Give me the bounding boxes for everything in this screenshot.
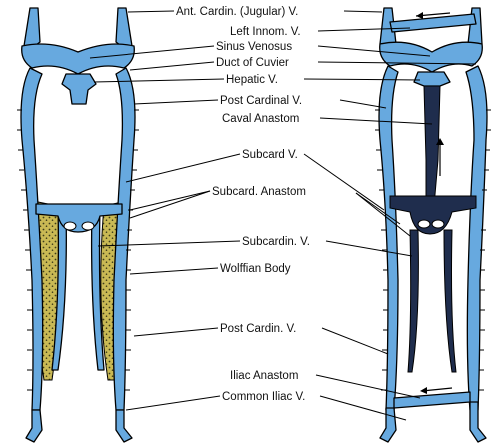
caval-anastomosis [423, 85, 441, 207]
right-post-cardinal-vein-left [378, 65, 399, 411]
left-common-iliac-right [115, 409, 133, 443]
left-subcard-anastomosis [35, 203, 123, 233]
right-diagram [375, 7, 491, 443]
left-common-iliac-left [25, 409, 43, 443]
label-iliac-anastom: Iliac Anastom [230, 370, 298, 382]
right-sinus-venosus [379, 41, 483, 73]
arrow-left-icon [420, 387, 453, 394]
right-hepatic-vein [413, 71, 451, 87]
label-sinus-venosus: Sinus Venosus [216, 41, 292, 53]
label-post-cardin: Post Cardin. V. [220, 323, 296, 335]
arrow-left-icon [415, 12, 451, 19]
label-subcard: Subcard V. [242, 149, 298, 161]
left-hepatic-vein [61, 73, 97, 105]
left-segmental-ticks [17, 109, 139, 391]
label-left-innom: Left Innom. V. [230, 26, 301, 38]
right-common-iliac-right [469, 401, 487, 443]
right-subcardinal-vein-left [407, 229, 419, 373]
left-post-cardinal-vein-right [112, 67, 136, 411]
right-ant-cardinal-vein [115, 7, 133, 49]
label-common-iliac: Common Iliac V. [222, 391, 305, 403]
label-ant-cardinal: Ant. Cardin. (Jugular) V. [176, 6, 298, 18]
label-caval-anastom: Caval Anastom [222, 113, 299, 125]
label-hepatic: Hepatic V. [226, 74, 278, 86]
label-post-cardinal: Post Cardinal V. [220, 95, 302, 107]
left-diagram [17, 7, 139, 443]
left-subcardinal-vein-left [51, 205, 67, 371]
label-subcard-anastom: Subcard. Anastom [212, 186, 306, 198]
label-wolffian-body: Wolffian Body [220, 263, 291, 275]
left-post-cardinal-vein-left [20, 67, 44, 411]
right-segmental-ticks [375, 109, 491, 391]
left-subcardinal-vein-right [90, 205, 105, 371]
label-subcardin: Subcardin. V. [242, 236, 310, 248]
right-subcard-anastomosis [389, 195, 477, 235]
right-post-cardinal-vein-right [465, 65, 488, 411]
leader-lines [89, 10, 477, 421]
left-ant-cardinal-vein [23, 7, 41, 49]
right-subcardinal-vein-right [443, 229, 457, 373]
arrow-up-icon [436, 138, 444, 176]
left-sinus-venosus [21, 43, 135, 75]
labels: Ant. Cardin. (Jugular) V. Left Innom. V.… [176, 6, 310, 403]
label-duct-of-cuvier: Duct of Cuvier [216, 57, 289, 69]
left-innominate-vein [389, 13, 477, 33]
